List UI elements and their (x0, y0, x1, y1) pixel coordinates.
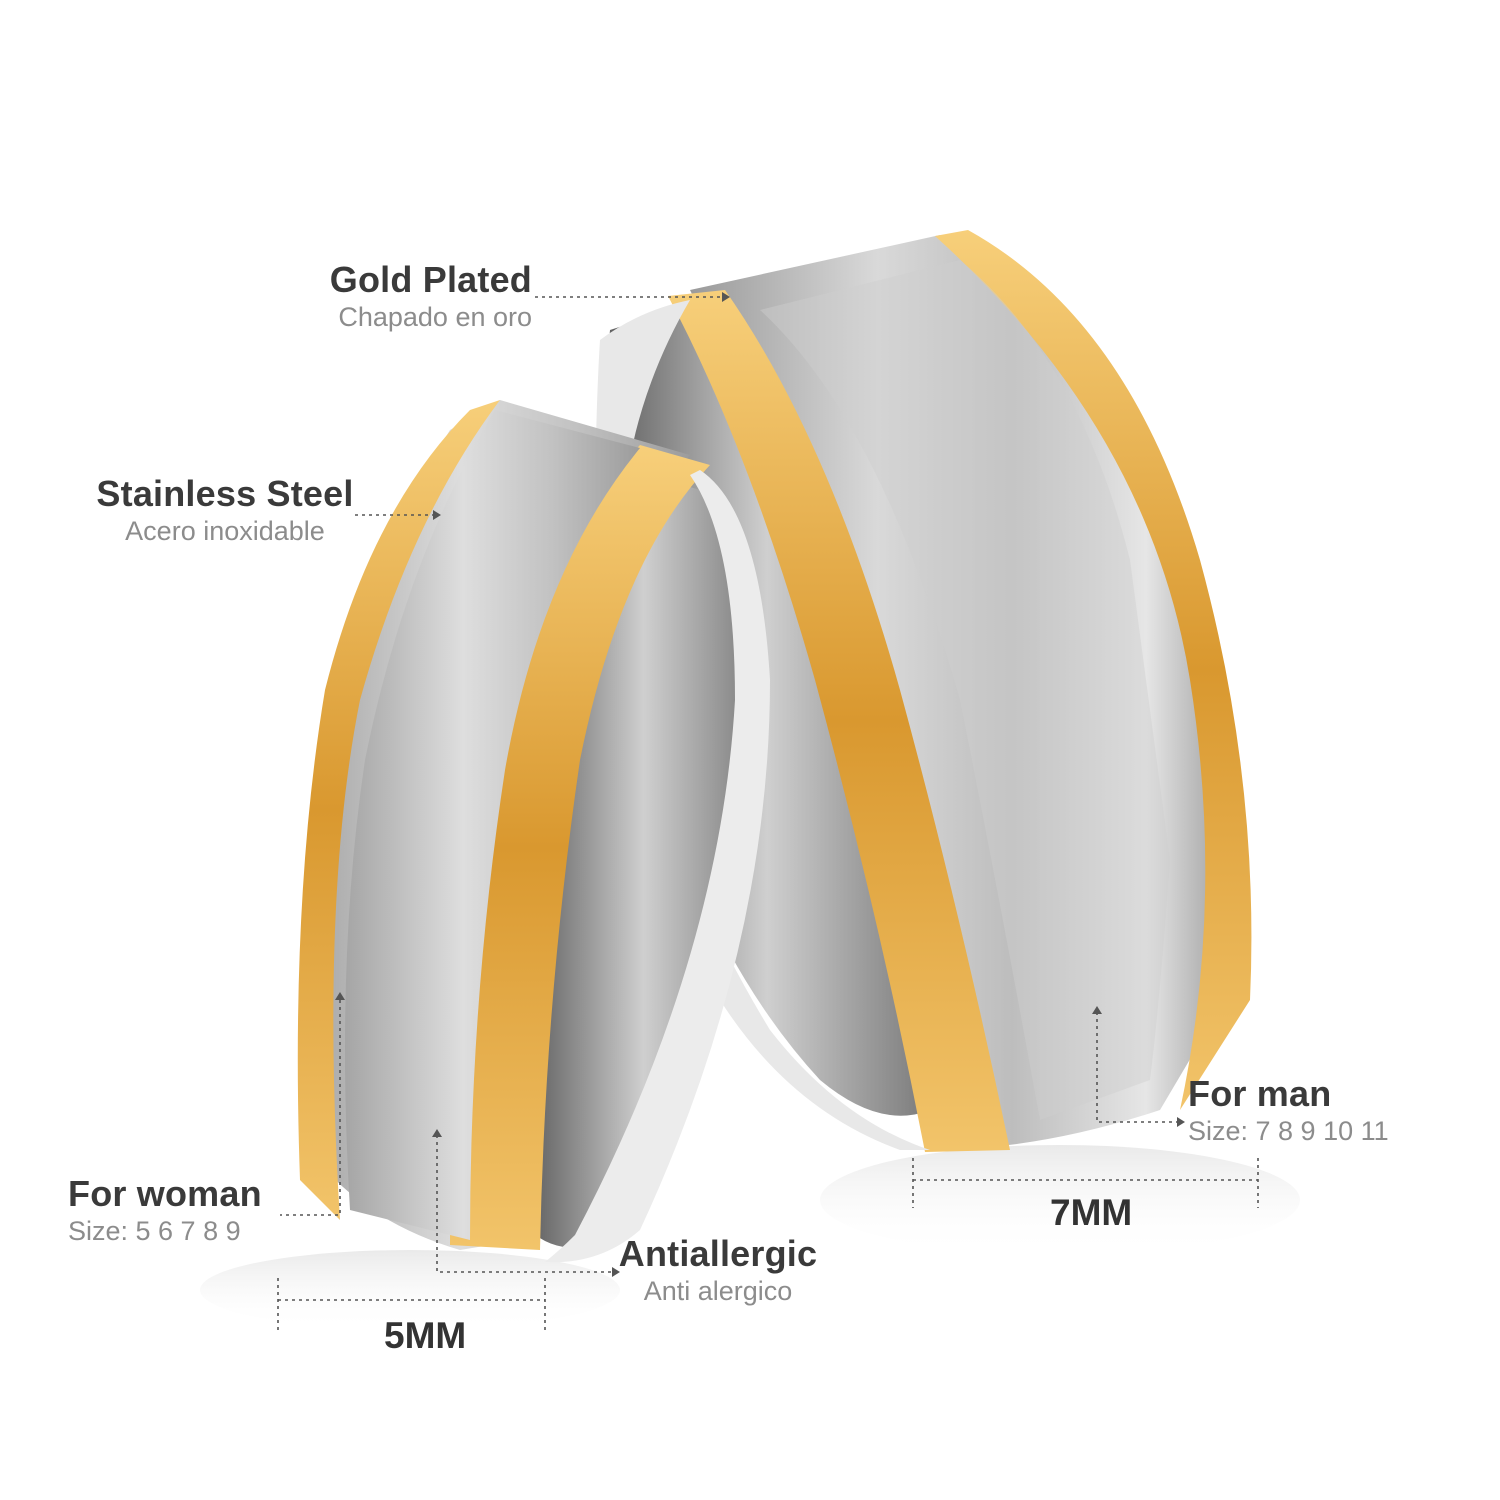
man-ring-band (690, 235, 1227, 1150)
man-ring-brush-highlight (760, 260, 1170, 1120)
man-ring-reflection (820, 1145, 1300, 1255)
callout-lines (277, 296, 1259, 1330)
for-woman-callout: For woman Size: 5 6 7 8 9 (68, 1176, 288, 1245)
woman-ring-width-label: 5MM (384, 1315, 467, 1356)
for-woman-arrow (335, 992, 345, 1000)
woman-ring (297, 400, 770, 1263)
gold-plated-subtitle: Chapado en oro (338, 302, 532, 332)
antiallergic-subtitle: Anti alergico (643, 1276, 793, 1306)
woman-ring-reflection (200, 1250, 620, 1330)
for-man-sizes: Size: 7 8 9 10 11 (1188, 1116, 1389, 1146)
stainless-steel-title: Stainless Steel (96, 473, 354, 514)
man-ring-gold-edge-left (668, 290, 1010, 1152)
woman-ring-brushed-face (345, 410, 640, 1240)
woman-ring-gold-edge-left (297, 400, 500, 1220)
man-ring-gold-edge-right (935, 230, 1252, 1110)
gold-plated-arrow (722, 292, 730, 302)
for-man-arrow-right (1177, 1117, 1185, 1127)
for-woman-title: For woman (68, 1173, 262, 1214)
stainless-steel-subtitle: Acero inoxidable (125, 516, 325, 546)
gold-plated-title: Gold Plated (329, 259, 532, 300)
man-ring-rim (594, 300, 930, 1150)
antiallergic-arrow-right (612, 1267, 620, 1277)
for-man-callout: For man Size: 7 8 9 10 11 (1188, 1076, 1448, 1145)
antiallergic-title: Antiallergic (618, 1233, 818, 1274)
stainless-steel-arrow (433, 510, 441, 520)
for-man-leader (1096, 1012, 1180, 1123)
antiallergic-arrow-up (432, 1129, 442, 1137)
for-man-arrow-up (1092, 1006, 1102, 1014)
woman-ring-rim (545, 470, 770, 1263)
gold-plated-callout: Gold Plated Chapado en oro (300, 262, 532, 331)
callout-arrowheads (335, 292, 1185, 1277)
woman-ring-gold-edge-right (450, 445, 710, 1250)
for-woman-sizes: Size: 5 6 7 8 9 (68, 1216, 241, 1246)
for-man-title: For man (1188, 1073, 1332, 1114)
man-ring-width-label: 7MM (1050, 1192, 1133, 1233)
antiallergic-callout: Antiallergic Anti alergico (612, 1236, 824, 1305)
stainless-steel-callout: Stainless Steel Acero inoxidable (80, 476, 370, 545)
for-woman-leader (280, 1000, 341, 1216)
